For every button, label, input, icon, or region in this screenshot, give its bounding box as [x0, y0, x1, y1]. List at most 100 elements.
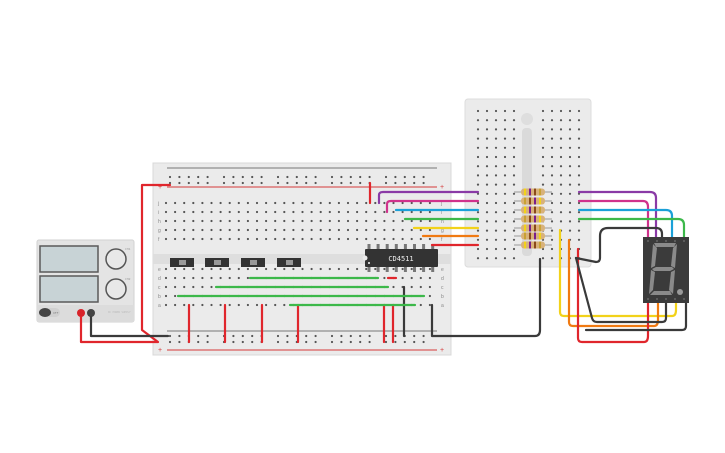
breadboard-hole[interactable]	[292, 237, 295, 241]
mini-hole[interactable]	[559, 109, 563, 113]
mini-hole[interactable]	[568, 137, 572, 140]
breadboard-hole[interactable]	[210, 201, 213, 205]
rail-hole[interactable]	[413, 175, 416, 179]
breadboard-hole[interactable]	[301, 219, 304, 223]
mini-hole[interactable]	[559, 201, 563, 205]
rail-hole[interactable]	[384, 334, 388, 338]
breadboard-hole[interactable]	[274, 219, 277, 223]
breadboard-hole[interactable]	[292, 219, 295, 223]
mini-hole[interactable]	[568, 128, 572, 131]
resistor-6[interactable]	[514, 232, 552, 240]
mini-hole[interactable]	[494, 220, 498, 223]
breadboard-hole[interactable]	[337, 219, 340, 223]
black-out-1[interactable]	[574, 256, 668, 324]
breadboard-hole[interactable]	[328, 237, 331, 241]
breadboard-hole[interactable]	[246, 267, 249, 271]
breadboard-hole[interactable]	[428, 219, 431, 223]
breadboard-hole[interactable]	[410, 276, 413, 280]
breadboard-hole[interactable]	[201, 237, 204, 241]
mini-hole[interactable]	[485, 119, 489, 122]
resistor-3[interactable]	[514, 206, 552, 214]
slide-switch-3[interactable]	[241, 258, 265, 267]
rail-hole[interactable]	[295, 175, 298, 179]
rail-hole[interactable]	[232, 334, 235, 338]
breadboard-hole[interactable]	[419, 237, 422, 241]
mini-hole[interactable]	[476, 229, 480, 232]
mini-hole[interactable]	[577, 238, 581, 241]
rail-hole[interactable]	[349, 181, 352, 185]
rail-hole[interactable]	[359, 334, 362, 338]
breadboard-hole[interactable]	[174, 303, 177, 307]
mini-hole[interactable]	[512, 247, 516, 251]
mini-hole[interactable]	[559, 183, 563, 186]
breadboard-hole[interactable]	[310, 267, 313, 271]
breadboard-hole[interactable]	[428, 285, 431, 289]
breadboard-hole[interactable]	[201, 219, 204, 223]
breadboard-hole[interactable]	[228, 237, 231, 241]
breadboard-hole[interactable]	[164, 201, 168, 205]
breadboard-hole[interactable]	[283, 210, 286, 214]
breadboard-hole[interactable]	[192, 210, 195, 214]
breadboard-hole[interactable]	[337, 228, 340, 232]
mini-hole[interactable]	[485, 109, 489, 113]
breadboard-hole[interactable]	[246, 201, 249, 205]
breadboard-hole[interactable]	[283, 303, 286, 307]
breadboard-hole[interactable]	[219, 210, 222, 214]
mini-hole[interactable]	[550, 155, 554, 159]
mini-hole[interactable]	[541, 128, 545, 131]
rail-hole[interactable]	[394, 181, 397, 185]
mini-hole[interactable]	[485, 220, 489, 223]
mini-hole[interactable]	[485, 257, 489, 260]
breadboard-hole[interactable]	[328, 219, 331, 223]
breadboard-hole[interactable]	[228, 210, 231, 214]
breadboard-hole[interactable]	[337, 237, 340, 241]
mini-hole[interactable]	[541, 119, 545, 122]
breadboard-hole[interactable]	[228, 228, 231, 232]
breadboard-hole[interactable]	[219, 228, 222, 232]
magenta-wire[interactable]	[385, 199, 480, 214]
mini-hole[interactable]	[476, 247, 480, 251]
rail-hole[interactable]	[422, 175, 425, 179]
mini-hole[interactable]	[503, 155, 507, 159]
mini-hole[interactable]	[559, 119, 563, 122]
rail-hole[interactable]	[206, 334, 209, 338]
breadboard-hole[interactable]	[310, 210, 313, 214]
mini-hole[interactable]	[494, 146, 498, 149]
rail-hole[interactable]	[168, 334, 172, 338]
breadboard-hole[interactable]	[265, 219, 268, 223]
breadboard-hole[interactable]	[419, 210, 422, 214]
rail-hole[interactable]	[403, 175, 406, 179]
breadboard-hole[interactable]	[246, 276, 249, 280]
mini-hole[interactable]	[494, 183, 498, 186]
breadboard-hole[interactable]	[319, 237, 322, 241]
rail-hole[interactable]	[384, 175, 388, 179]
slide-switch-2[interactable]	[205, 258, 229, 267]
rail-hole[interactable]	[178, 340, 181, 344]
breadboard-hole[interactable]	[192, 237, 195, 241]
breadboard-hole[interactable]	[428, 201, 431, 205]
breadboard-hole[interactable]	[319, 219, 322, 223]
breadboard-hole[interactable]	[283, 228, 286, 232]
purple-out[interactable]	[577, 190, 658, 239]
breadboard-hole[interactable]	[174, 285, 177, 289]
rail-hole[interactable]	[286, 175, 289, 179]
mini-hole[interactable]	[485, 174, 489, 177]
mini-hole[interactable]	[559, 174, 563, 177]
breadboard-hole[interactable]	[301, 228, 304, 232]
breadboard-hole[interactable]	[310, 201, 313, 205]
breadboard-hole[interactable]	[419, 276, 422, 280]
breadboard-hole[interactable]	[365, 237, 368, 241]
mini-hole[interactable]	[494, 247, 498, 251]
breadboard-hole[interactable]	[174, 228, 177, 232]
breadboard-hole[interactable]	[392, 237, 395, 241]
mini-hole[interactable]	[494, 257, 498, 260]
mini-hole[interactable]	[541, 109, 545, 113]
mini-hole[interactable]	[512, 238, 516, 241]
breadboard-hole[interactable]	[374, 267, 377, 271]
mini-hole[interactable]	[550, 192, 554, 195]
breadboard-hole[interactable]	[228, 303, 231, 307]
mini-hole[interactable]	[512, 192, 516, 195]
mini-hole[interactable]	[512, 220, 516, 223]
breadboard-hole[interactable]	[346, 267, 350, 271]
